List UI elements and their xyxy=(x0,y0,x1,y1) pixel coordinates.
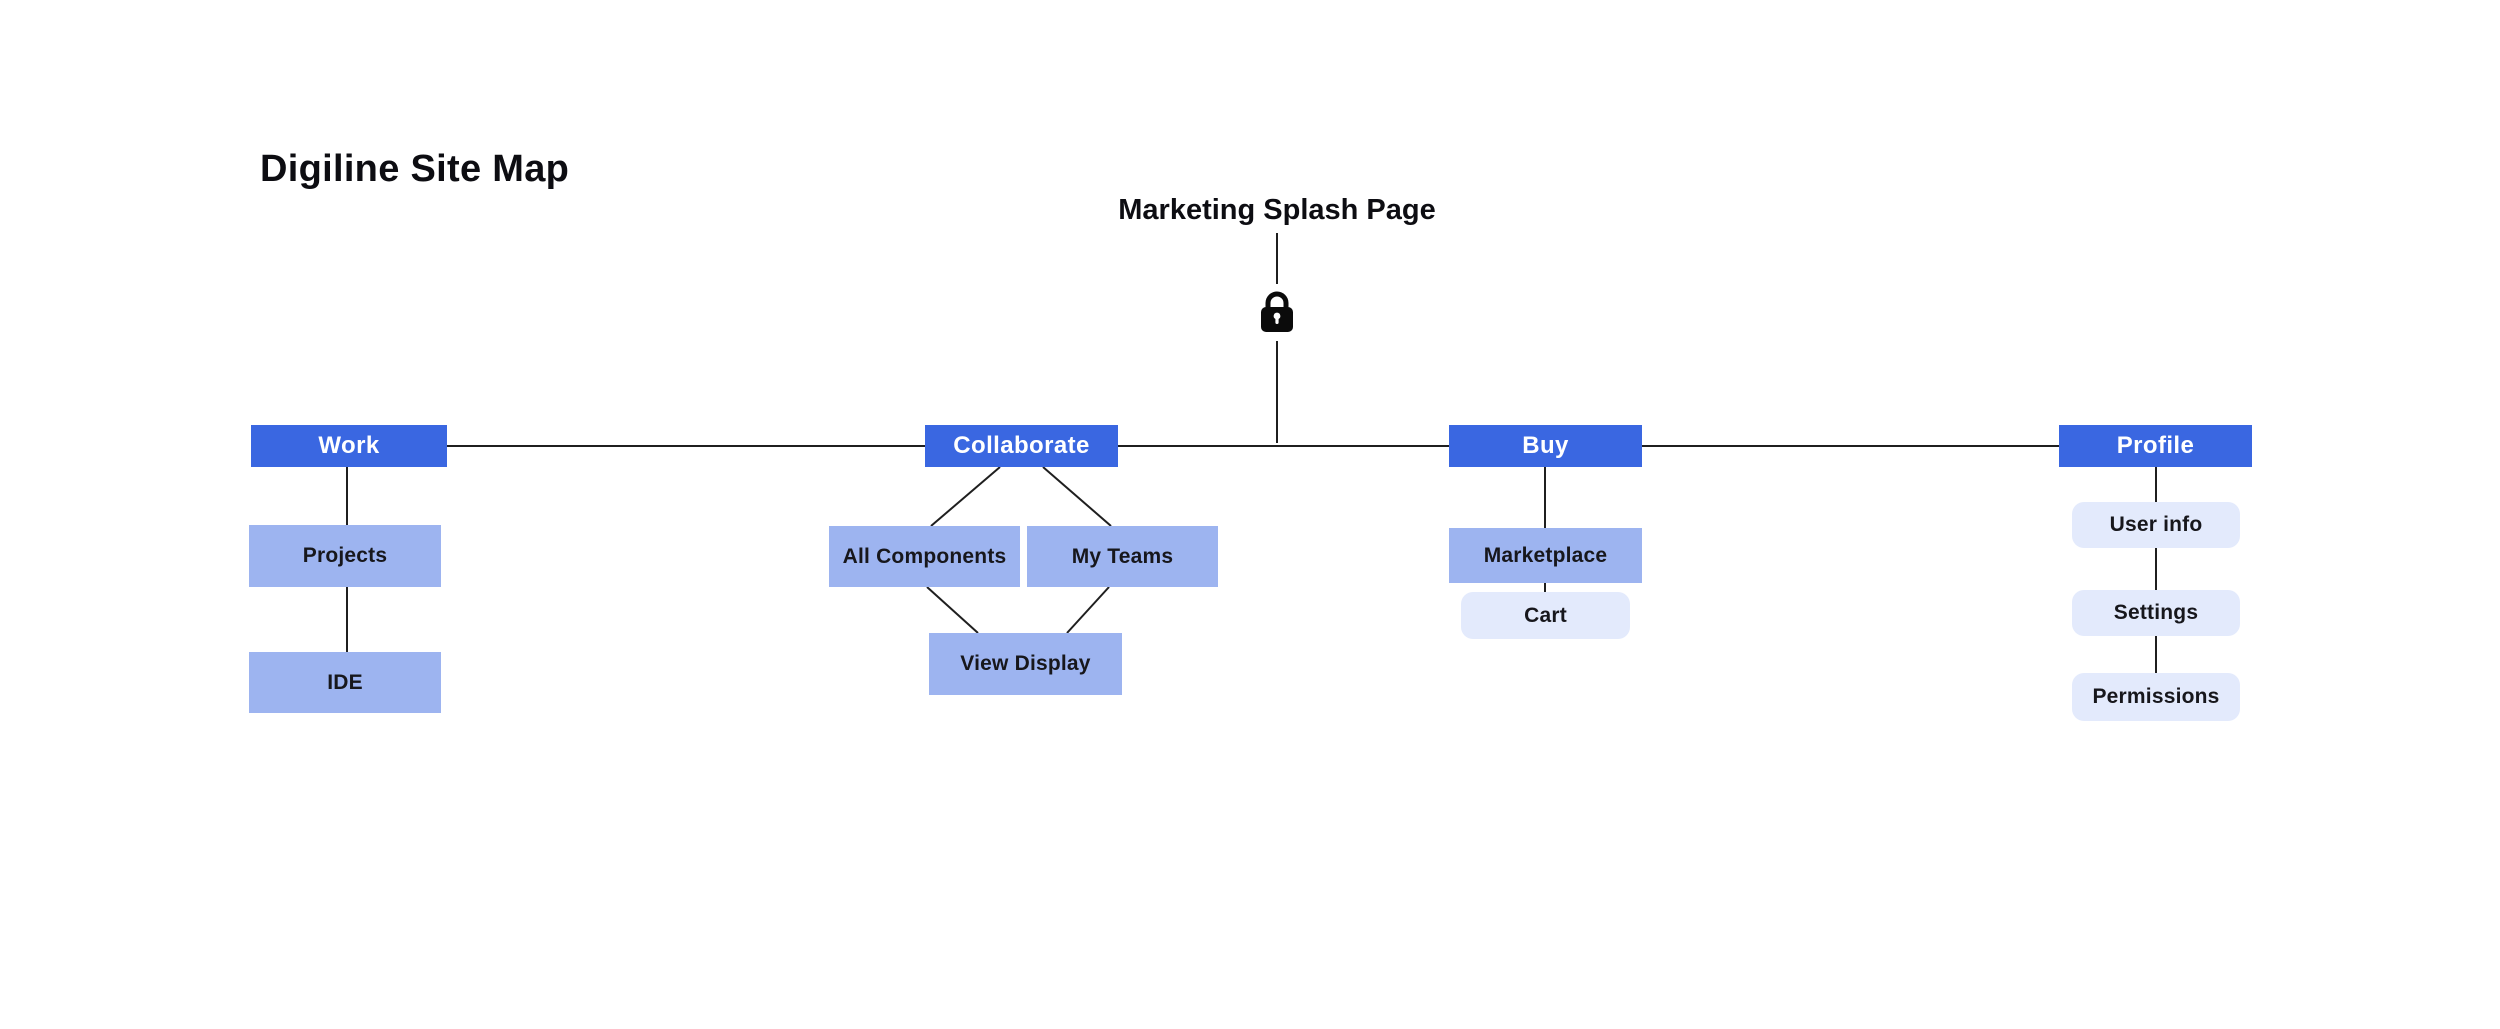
edge-collaborate-allcomponents xyxy=(930,466,1001,527)
node-view-display[interactable]: View Display xyxy=(929,633,1122,695)
node-permissions-label: Permissions xyxy=(2092,685,2220,708)
node-view-display-label: View Display xyxy=(960,652,1091,675)
node-collaborate[interactable]: Collaborate xyxy=(925,425,1118,467)
page-title: Digiline Site Map xyxy=(260,148,570,190)
edge-myteams-viewdisplay xyxy=(1066,586,1110,634)
node-projects-label: Projects xyxy=(302,544,388,567)
node-marketplace[interactable]: Marketplace xyxy=(1449,528,1642,583)
lock-icon xyxy=(1261,291,1293,332)
node-work[interactable]: Work xyxy=(251,425,447,467)
node-ide-label: IDE xyxy=(327,670,363,694)
node-work-label: Work xyxy=(318,432,380,459)
node-settings-label: Settings xyxy=(2113,601,2199,624)
node-permissions[interactable]: Permissions xyxy=(2072,673,2240,721)
node-collaborate-label: Collaborate xyxy=(953,432,1090,459)
node-settings[interactable]: Settings xyxy=(2072,590,2240,636)
node-buy[interactable]: Buy xyxy=(1449,425,1642,467)
edge-allcomponents-viewdisplay xyxy=(926,586,979,634)
node-profile-label: Profile xyxy=(2116,432,2195,459)
node-marketplace-label: Marketplace xyxy=(1483,543,1608,567)
node-cart-label: Cart xyxy=(1524,603,1567,627)
node-all-components[interactable]: All Components xyxy=(829,526,1020,587)
node-user-info-label: User info xyxy=(2109,513,2203,536)
node-buy-label: Buy xyxy=(1522,432,1569,459)
node-ide[interactable]: IDE xyxy=(249,652,441,713)
node-profile[interactable]: Profile xyxy=(2059,425,2252,467)
node-my-teams[interactable]: My Teams xyxy=(1027,526,1218,587)
node-cart[interactable]: Cart xyxy=(1461,592,1630,639)
node-my-teams-label: My Teams xyxy=(1071,544,1174,568)
node-all-components-label: All Components xyxy=(842,544,1007,568)
node-user-info[interactable]: User info xyxy=(2072,502,2240,548)
splash-page-label: Marketing Splash Page xyxy=(1118,194,1436,226)
edge-collaborate-myteams xyxy=(1042,466,1112,527)
node-projects[interactable]: Projects xyxy=(249,525,441,587)
